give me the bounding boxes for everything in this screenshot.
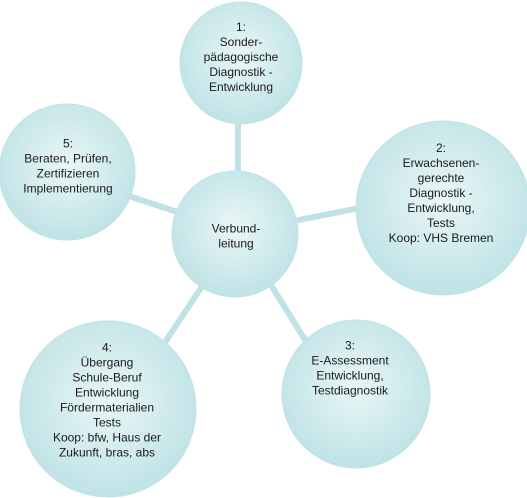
label-line: Zukunft, bras, abs bbox=[59, 446, 155, 460]
circle-node-4 bbox=[19, 320, 197, 498]
label-line: Koop: VHS Bremen bbox=[389, 231, 494, 245]
label-line: 1: bbox=[236, 20, 246, 34]
center-label: Verbund-leitung bbox=[212, 222, 261, 251]
label-line: 5: bbox=[63, 137, 73, 151]
label-line: Fördermaterialien bbox=[60, 401, 154, 415]
circle-node-5 bbox=[0, 103, 136, 241]
label-line: pädagogische bbox=[204, 50, 279, 64]
label-line: Zertifizieren bbox=[37, 167, 100, 181]
circle-node-1 bbox=[179, 1, 303, 125]
label-line: gerechte bbox=[418, 171, 465, 185]
label-line: Implementierung bbox=[23, 182, 112, 196]
label-line: Entwicklung, bbox=[407, 201, 474, 215]
label-line: Schule-Beruf bbox=[72, 371, 142, 385]
label-line: Übergang bbox=[81, 356, 134, 370]
label-line: Diagnostik - bbox=[409, 186, 472, 200]
label-line: Tests bbox=[427, 216, 455, 230]
label-line: Diagnostik - bbox=[209, 65, 272, 79]
label-line: Koop: bfw, Haus der bbox=[53, 431, 161, 445]
label-line: Sonder- bbox=[220, 35, 263, 49]
label-line: Verbund- bbox=[212, 222, 261, 236]
circle-node-3 bbox=[281, 319, 431, 469]
circle-center bbox=[171, 170, 299, 298]
circle-node-2 bbox=[355, 120, 527, 296]
label-line: Tests bbox=[93, 416, 121, 430]
label-line: Beraten, Prüfen, bbox=[24, 152, 111, 166]
label-line: Entwicklung, bbox=[316, 369, 383, 383]
label-line: Entwicklung bbox=[209, 80, 273, 94]
label-line: leitung bbox=[218, 237, 253, 251]
label-line: Entwicklung bbox=[75, 386, 139, 400]
label-line: 3: bbox=[345, 339, 355, 353]
label-line: Erwachsenen- bbox=[403, 156, 480, 170]
label-line: 2: bbox=[436, 141, 446, 155]
label-line: Testdiagnostik bbox=[312, 384, 389, 398]
label-line: 4: bbox=[102, 341, 112, 355]
label-line: E-Assessment bbox=[311, 354, 389, 368]
